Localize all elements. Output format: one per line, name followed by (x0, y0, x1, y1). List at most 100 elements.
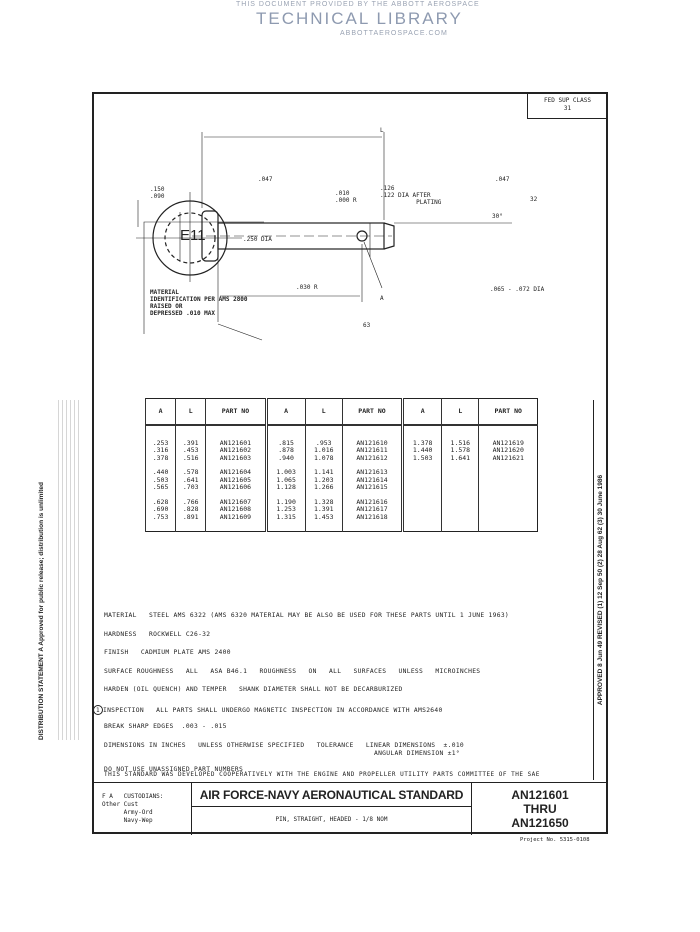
table-cell: 1.391 (313, 505, 334, 513)
label-shank-dia: .126 .122 DIA AFTER PLATING (380, 185, 442, 206)
table-cell: AN121602 (219, 446, 252, 454)
table-cell: 1.378 (412, 438, 433, 447)
fsc-label: FED SUP CLASS (544, 97, 591, 104)
table-cell: 1.328 (313, 497, 334, 506)
table-cell: .815 (278, 438, 294, 447)
table-cell: 1.190 (276, 497, 296, 506)
table-cell: 1.266 (313, 483, 334, 491)
note-angular: ANGULAR DIMENSION ±1° (374, 749, 460, 757)
table-cell: AN121616 (356, 497, 388, 506)
watermark-url: ABBOTTAEROSPACE.COM (340, 30, 448, 37)
revision-history: APPROVED 8 Jun 49 REVISED (1) 12 Sep 50 … (597, 474, 604, 706)
table-cell: .578 (182, 468, 199, 476)
table-cell: 1.016 (313, 446, 334, 454)
distribution-statement: DISTRIBUTION STATEMENT A Approved for pu… (38, 482, 45, 740)
committee-statement: THIS STANDARD WAS DEVELOPED COOPERATIVEL… (104, 771, 540, 778)
part-description: PIN, STRAIGHT, HEADED - 1/8 NOM (275, 816, 388, 823)
label-fillet: .010 .000 R (335, 190, 357, 204)
table-cell: AN121619 (492, 438, 524, 447)
table-cell: AN121620 (492, 446, 524, 454)
col-a: .253.316.378.440.503.565.628.690.753 (144, 424, 176, 532)
table-cell: 1.128 (276, 483, 296, 491)
table-cell: AN121608 (219, 505, 252, 513)
project-number: Project No. 5315-0108 (520, 837, 590, 843)
col-header: A (264, 398, 306, 426)
pin-drawing (136, 132, 512, 341)
finish-symbol-2: 63 (363, 322, 371, 329)
part-number-from: AN121601 (511, 788, 569, 802)
col-header: A (144, 398, 176, 426)
note-hardness: HARDNESS ROCKWELL C26-32 (104, 630, 211, 638)
table-cell: 1.578 (450, 446, 471, 454)
table-cell: 1.065 (276, 475, 296, 484)
note-finish: FINISH CADMIUM PLATE AMS 2400 (104, 649, 231, 656)
table-cell: AN121612 (356, 453, 388, 462)
table-cell: AN121605 (219, 475, 252, 484)
col-header: PART NO (478, 398, 538, 426)
table-cell: .516 (182, 453, 199, 462)
part-number-range: AN121601 THRU AN121650 (472, 783, 608, 835)
note-dimensions: DIMENSIONS IN INCHES UNLESS OTHERWISE SP… (104, 742, 509, 766)
title-block: F A CUSTODIANS: Other Cust Army-Ord Navy… (92, 782, 608, 835)
revision-strip: APPROVED 8 Jun 49 REVISED (1) 12 Sep 50 … (593, 400, 608, 780)
margin-notes (55, 400, 81, 740)
table-cell: 1.141 (313, 468, 334, 476)
table-cell: .703 (182, 483, 199, 491)
table-cell: AN121614 (356, 475, 388, 484)
table-cell: 1.253 (276, 505, 296, 513)
note-material: MATERIAL STEEL AMS 6322 (AMS 6320 MATERI… (104, 612, 510, 619)
table-cell: AN121607 (219, 497, 252, 506)
table-cell: .878 (278, 446, 294, 454)
table-cell: AN121604 (219, 468, 252, 476)
table-cell: AN121609 (219, 512, 252, 521)
table-cell: 1.203 (313, 475, 334, 484)
general-notes: MATERIAL STEEL AMS 6322 (AMS 6320 MATERI… (93, 612, 510, 784)
label-head-dia: .250 DIA (243, 236, 272, 243)
table-cell: 1.440 (412, 446, 433, 454)
note-unassigned: DO NOT USE UNASSIGNED PART NUMBERS (104, 765, 244, 773)
drawing-frame (92, 92, 608, 834)
label-hole: .065 - .072 DIA (490, 286, 545, 293)
table-cell: AN121611 (356, 446, 388, 454)
note-dimensions-text: DIMENSIONS IN INCHES UNLESS OTHERWISE SP… (104, 741, 465, 749)
pin-chamfer (383, 222, 395, 250)
table-cell: .453 (182, 446, 199, 454)
note-edges: BREAK SHARP EDGES .003 - .015 (104, 723, 227, 730)
col-header: PART NO (205, 398, 267, 426)
table-cell: .891 (182, 512, 199, 521)
col-header: L (304, 398, 343, 426)
table-cell: 1.641 (450, 453, 471, 462)
col-header: L (175, 398, 206, 426)
table-cell: .253 (152, 438, 169, 447)
table-cell: AN121618 (356, 512, 388, 521)
thru-label: THRU (523, 802, 557, 816)
revision-marker: 1 (93, 704, 103, 715)
table-cell: .440 (152, 468, 169, 476)
label-chamfer: 30° (492, 213, 503, 220)
part-number-to: AN121650 (511, 816, 569, 830)
table-cell: 1.516 (450, 438, 471, 447)
col-l: .391.453.516.578.641.703.766.828.891 (175, 424, 206, 532)
table-cell: AN121617 (356, 505, 388, 513)
table-cell: AN121613 (356, 468, 388, 476)
standard-title: AIR FORCE-NAVY AERONAUTICAL STANDARD (192, 783, 471, 807)
note-inspection-text: INSPECTION ALL PARTS SHALL UNDERGO MAGNE… (103, 706, 443, 714)
table-cell: AN121615 (356, 483, 388, 491)
table-cell: AN121606 (219, 483, 252, 491)
table-cell: AN121621 (492, 453, 524, 462)
label-A: A (380, 295, 384, 302)
table-cell: 1.315 (276, 512, 296, 521)
watermark-provider: THIS DOCUMENT PROVIDED BY THE ABBOTT AER… (236, 1, 480, 8)
col-header: PART NO (341, 398, 403, 426)
table-cell: 1.003 (276, 468, 296, 476)
label-head-dim: .150 .090 (150, 186, 165, 200)
table-cell: .641 (182, 475, 199, 484)
note-harden: HARDEN (OIL QUENCH) AND TEMPER SHANK DIA… (104, 686, 403, 693)
